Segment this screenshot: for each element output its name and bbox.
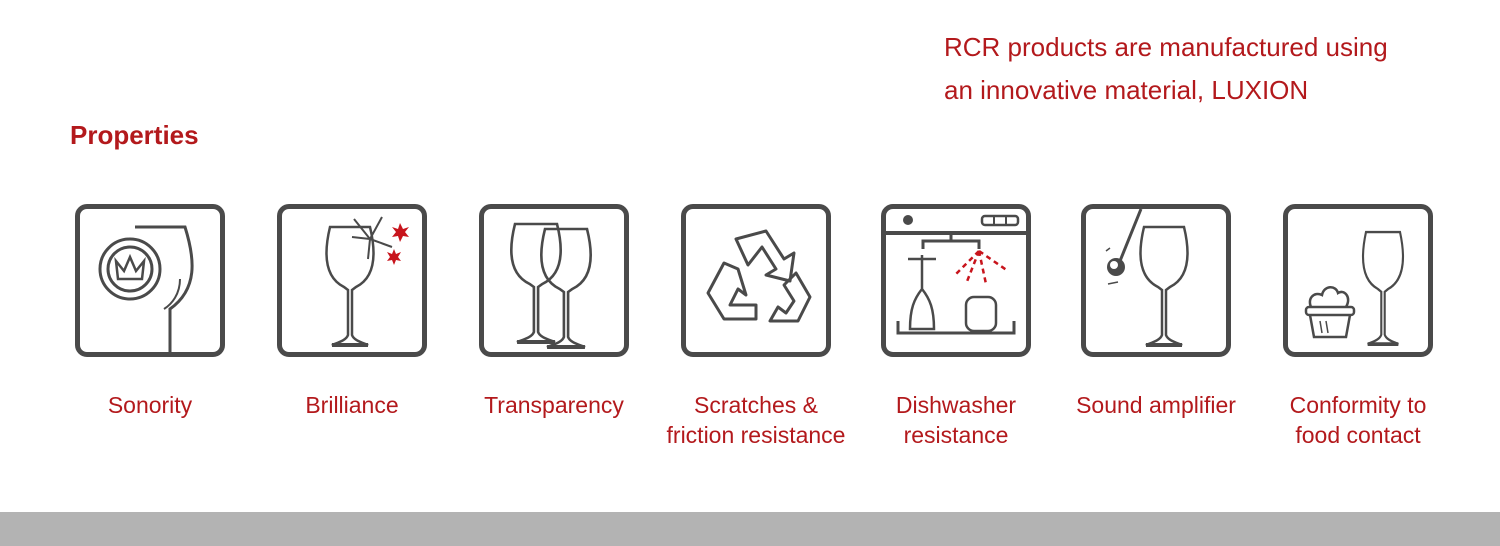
label-line-1: Brilliance [305, 392, 399, 418]
label-line-1: Sound amplifier [1076, 392, 1236, 418]
property-label: Sound amplifier [1056, 390, 1256, 420]
transparency-icon [479, 204, 629, 357]
label-line-1: Conformity to [1289, 392, 1427, 418]
label-line-1: Dishwasher [895, 392, 1017, 418]
property-transparency: Transparency [454, 204, 654, 420]
recycle-icon [681, 204, 831, 357]
brilliance-icon [277, 204, 427, 357]
property-label: Sonority [50, 390, 250, 420]
property-label: Scratches & friction resistance [656, 390, 856, 450]
intro-line-1: RCR products are manufactured using [944, 32, 1388, 62]
label-line-1: Scratches & [694, 392, 818, 418]
dishwasher-icon [881, 204, 1031, 357]
property-dishwasher: Dishwasher resistance [856, 204, 1056, 450]
section-title: Properties [70, 120, 199, 150]
footer-bar [0, 512, 1500, 546]
property-label: Transparency [454, 390, 654, 420]
label-line-2: food contact [1295, 422, 1421, 448]
label-line-1: Transparency [484, 392, 624, 418]
intro-line-2: an innovative material, LUXION [944, 75, 1309, 105]
label-line-2: resistance [903, 422, 1009, 448]
property-food-contact: Conformity to food contact [1258, 204, 1458, 450]
property-label: Conformity to food contact [1258, 390, 1458, 450]
intro-text: RCR products are manufactured using an i… [944, 26, 1388, 112]
property-brilliance: Brilliance [252, 204, 452, 420]
sonority-icon [75, 204, 225, 357]
property-sound-amplifier: Sound amplifier [1056, 204, 1256, 420]
food-contact-icon [1283, 204, 1433, 357]
label-line-1: Sonority [107, 392, 193, 418]
label-line-2: friction resistance [666, 422, 846, 448]
property-sonority: Sonority [50, 204, 250, 420]
property-scratches: Scratches & friction resistance [656, 204, 856, 450]
property-label: Brilliance [252, 390, 452, 420]
sound-amplifier-icon [1081, 204, 1231, 357]
property-label: Dishwasher resistance [856, 390, 1056, 450]
